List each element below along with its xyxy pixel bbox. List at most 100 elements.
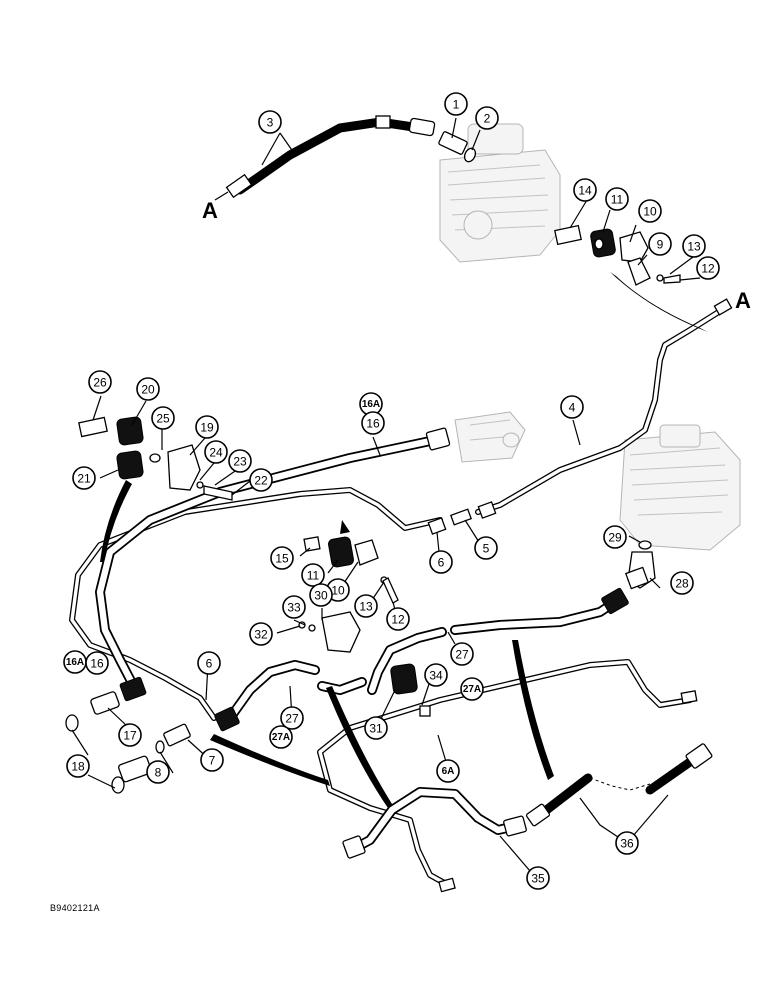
callout-c3: 3 <box>258 110 282 134</box>
callout-leaders <box>71 117 701 879</box>
callout-circle <box>200 748 224 772</box>
callout-label: 32 <box>254 628 268 642</box>
callout-c27Aa: 27A <box>460 677 484 701</box>
callout-label: 27 <box>285 712 299 726</box>
callout-c11a: 11 <box>605 187 629 211</box>
callout-circle <box>475 106 499 130</box>
callout-label: 28 <box>675 577 689 591</box>
callout-label: 11 <box>611 193 624 207</box>
tube-6-upper <box>69 487 443 721</box>
hose-3 <box>214 115 436 201</box>
callout-circle <box>88 370 112 394</box>
callout-circle <box>72 466 96 490</box>
callout-c2: 2 <box>475 106 499 130</box>
callout-label: 27 <box>455 648 469 662</box>
callout-circle <box>195 415 219 439</box>
callout-c13b: 13 <box>354 594 378 618</box>
callout-circle <box>151 406 175 430</box>
callout-label: 30 <box>314 589 328 603</box>
callout-label: 19 <box>200 421 214 435</box>
callout-c5: 5 <box>474 536 498 560</box>
callout-c33: 33 <box>282 595 306 619</box>
clamp-assembly-lower <box>298 611 431 717</box>
callout-circle <box>605 187 629 211</box>
callout-label: 6 <box>438 556 445 570</box>
callout-c28: 28 <box>670 571 694 595</box>
elbow-28 <box>624 540 656 590</box>
callout-circle <box>118 723 142 747</box>
callout-label: 13 <box>359 600 373 614</box>
hose-36 <box>525 743 713 827</box>
callout-c22: 22 <box>249 468 273 492</box>
callout-circle <box>526 866 550 890</box>
tube-4 <box>475 298 733 515</box>
callout-circle <box>696 256 720 280</box>
callout-label: 18 <box>71 760 85 774</box>
callout-circle <box>424 663 448 687</box>
callout-label: 1 <box>453 98 460 112</box>
callout-label: 17 <box>123 729 137 743</box>
control-valve-ghost <box>619 424 741 551</box>
tube-35 <box>342 787 527 859</box>
callout-label: 16A <box>66 657 84 668</box>
callout-c34: 34 <box>424 663 448 687</box>
callout-circle <box>309 583 333 607</box>
callout-c29: 29 <box>603 525 627 549</box>
callout-label: 24 <box>209 446 223 460</box>
callout-label: 16 <box>90 657 104 671</box>
callout-c30: 30 <box>309 583 333 607</box>
callout-c16a: 16 <box>361 411 385 435</box>
callout-label: 4 <box>569 401 576 415</box>
callout-c25: 25 <box>151 406 175 430</box>
callout-c10a: 10 <box>638 199 662 223</box>
callout-label: 12 <box>701 262 715 276</box>
callout-circle <box>258 110 282 134</box>
callout-circle <box>197 651 221 675</box>
indicator-arrows <box>100 272 708 808</box>
callout-label: 6A <box>442 766 455 777</box>
callout-c23: 23 <box>228 449 252 473</box>
callout-circle <box>301 563 325 587</box>
tube-6A <box>317 659 698 893</box>
ref-letter-a-right: A <box>735 288 751 313</box>
callout-label: 5 <box>483 542 490 556</box>
callout-label: 16A <box>362 399 380 410</box>
fitting-5-6 <box>427 501 497 535</box>
figure-id: B9402121A <box>50 903 100 913</box>
callout-circle <box>66 754 90 778</box>
callout-c6b: 6 <box>197 651 221 675</box>
callout-c31: 31 <box>364 716 388 740</box>
tube-27-left <box>214 660 367 732</box>
callout-circle <box>429 550 453 574</box>
callout-c27Ab: 27A <box>269 725 293 749</box>
callout-label: 33 <box>287 601 301 615</box>
callout-label: 2 <box>484 112 491 126</box>
callout-circle <box>648 232 672 256</box>
callout-label: 27A <box>463 684 481 695</box>
callout-label: 25 <box>156 412 170 426</box>
clamp-assembly-left <box>78 416 233 501</box>
callout-circle <box>280 706 304 730</box>
callout-label: 35 <box>531 872 545 886</box>
callout-c12a: 12 <box>696 256 720 280</box>
callout-label: 16 <box>366 417 380 431</box>
callout-label: 29 <box>608 531 622 545</box>
callout-circle <box>146 760 170 784</box>
callout-label: 15 <box>275 552 289 566</box>
callout-circle <box>573 178 597 202</box>
callout-circle <box>670 571 694 595</box>
callout-circle <box>85 651 109 675</box>
callout-circle <box>249 468 273 492</box>
callout-label: 8 <box>155 766 162 780</box>
fitting-17-group <box>65 691 191 794</box>
callout-c11b: 11 <box>301 563 325 587</box>
callout-label: 23 <box>233 455 247 469</box>
callout-c24: 24 <box>204 440 228 464</box>
callout-label: 26 <box>93 376 107 390</box>
callout-label: 31 <box>369 722 383 736</box>
callout-circle <box>436 759 460 783</box>
tube-27-right <box>367 587 629 695</box>
tube-16 <box>95 427 451 702</box>
callout-label: 12 <box>391 613 405 627</box>
